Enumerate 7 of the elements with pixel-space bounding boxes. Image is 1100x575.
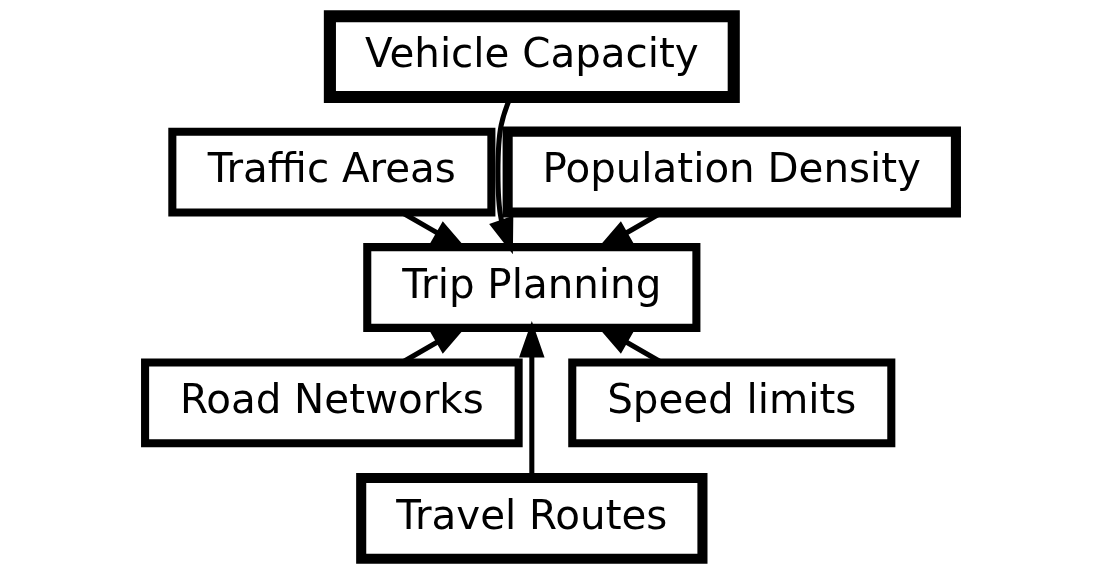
node-box: Traffic Areas (167, 127, 495, 217)
node-box: Vehicle Capacity (323, 10, 740, 104)
node-box: Speed limits (567, 358, 895, 448)
node-box: Road Networks (140, 358, 523, 448)
node-box: Travel Routes (355, 472, 707, 564)
node-box: Trip Planning (362, 243, 700, 332)
node-box: Population Density (502, 126, 961, 218)
